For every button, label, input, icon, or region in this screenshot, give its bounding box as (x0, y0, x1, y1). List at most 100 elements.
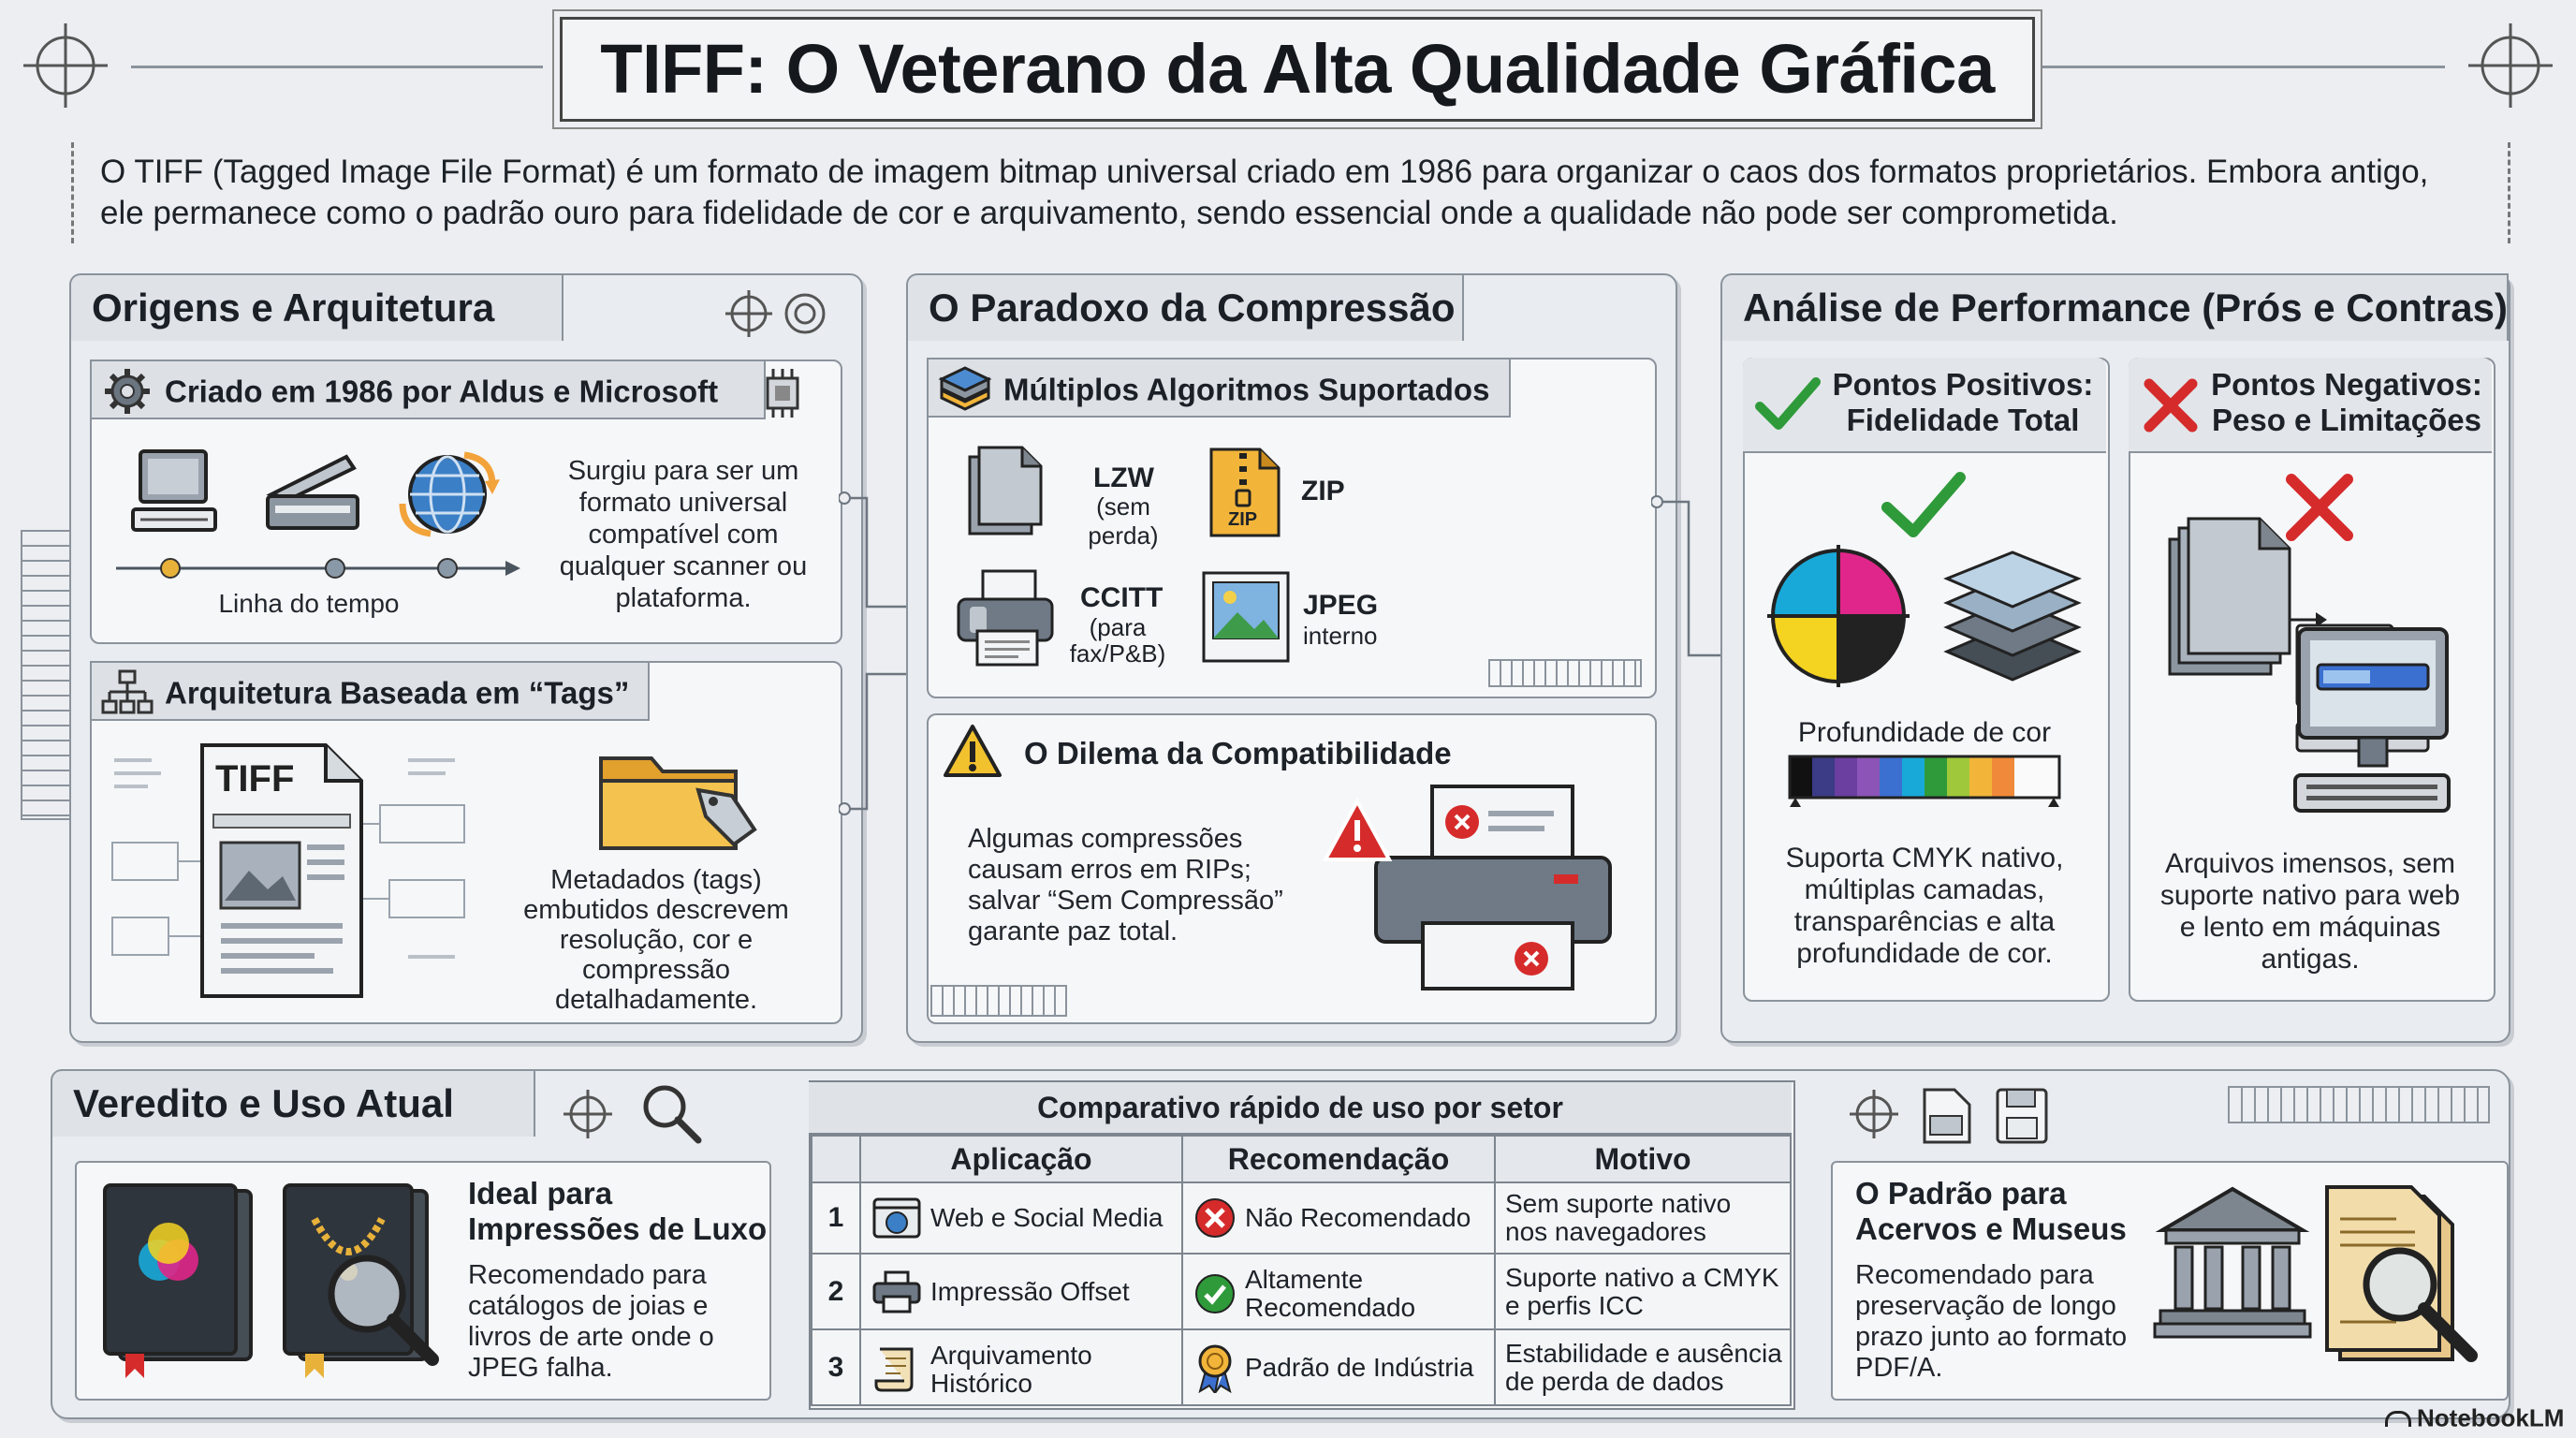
reason-line: Suporte nativo a CMYK (1505, 1262, 1779, 1292)
table-header-rec: Recomendação (1181, 1135, 1496, 1183)
dilemma-desc-line: garante paz total. (968, 917, 1178, 946)
fax-printer-icon (957, 569, 1054, 667)
created-desc-line: plataforma. (615, 583, 752, 613)
table-row: 2 Impressão Offset Altamente Recomendado… (811, 1253, 1792, 1331)
image-file-icon (1202, 571, 1290, 663)
tags-title-bar: Arquitetura Baseada em “Tags” (90, 661, 650, 721)
divider (131, 66, 543, 68)
tags-description: Metadados (tags) embutidos descrevem res… (483, 865, 829, 1015)
museum-icon (2153, 1186, 2312, 1339)
document-stack-icon (968, 446, 1043, 536)
dilemma-description: Algumas compressões causam erros em RIPs… (968, 824, 1324, 947)
brand-text: NotebookLM (2417, 1403, 2565, 1432)
pros-desc-line: Suporta CMYK nativo, (1785, 843, 2064, 873)
file-save-icons (1850, 1088, 2048, 1144)
crosshair-icon (2468, 23, 2553, 108)
cons-desc-line: antigas. (2261, 944, 2360, 975)
app-line: Histórico (930, 1368, 1032, 1398)
row-application: Web e Social Media (859, 1181, 1183, 1255)
cons-desc-line: suporte nativo para web (2159, 880, 2461, 911)
globe-window-icon (872, 1197, 921, 1239)
pros-card (1743, 358, 2110, 1002)
row-number: 3 (811, 1328, 861, 1406)
performance-heading: Análise de Performance (Prós e Contras) (1720, 273, 2509, 341)
archive-desc-line: PDF/A. (1855, 1353, 1943, 1383)
algo-jpeg-note: interno (1303, 622, 1378, 650)
target-icons (725, 290, 826, 337)
algo-lzw-name: LZW (1093, 462, 1154, 493)
origins-heading: Origens e Arquitetura (69, 273, 564, 341)
algo-lzw-note: (sem perda) (1088, 492, 1159, 550)
algorithms-title-bar: Múltiplos Algoritmos Suportados (927, 358, 1511, 418)
cons-title-line: Pontos Negativos: (2211, 367, 2482, 402)
tags-title: Arquitetura Baseada em “Tags” (165, 675, 630, 711)
luxury-title: Ideal para Impressões de Luxo (468, 1176, 767, 1247)
ruler-decoration (2228, 1086, 2490, 1123)
row-reason: Estabilidade e ausência de perda de dado… (1494, 1328, 1792, 1406)
algorithms-title: Múltiplos Algoritmos Suportados (1003, 372, 1490, 407)
jewelry-catalog-icon (283, 1183, 439, 1378)
x-icon (2286, 474, 2353, 541)
verdict-heading: Veredito e Uso Atual (51, 1069, 535, 1137)
tiff-doc-label: TIFF (215, 758, 295, 800)
tiff-document-icon (111, 743, 465, 998)
timeline-icon (116, 558, 520, 579)
comparison-table: Aplicação Recomendação Motivo 1 Web e So… (811, 1135, 1792, 1406)
zip-file-icon (1209, 448, 1281, 537)
archive-title: O Padrão para Acervos e Museus (1855, 1176, 2127, 1247)
printer-error-icon (1322, 785, 1612, 990)
row-application: Arquivamento Histórico (859, 1328, 1183, 1406)
row-number: 2 (811, 1253, 861, 1331)
archive-title-line: O Padrão para (1855, 1176, 2067, 1211)
layers-icon (1943, 550, 2082, 682)
app-line: Arquivamento (930, 1340, 1092, 1370)
target-search-icons (564, 1085, 702, 1144)
created-desc-line: qualquer scanner ou (559, 551, 808, 581)
connector-lines (1651, 495, 1724, 657)
notebooklm-logo-icon (2385, 1410, 2411, 1427)
created-desc-line: Surgiu para ser um (567, 456, 799, 486)
chip-icon (766, 369, 799, 418)
row-application: Impressão Offset (859, 1253, 1183, 1331)
document-magnifier-icon (2325, 1185, 2478, 1362)
compression-heading: O Paradoxo da Compressão (906, 273, 1464, 341)
archive-desc-line: Recomendado para (1855, 1260, 2094, 1290)
page-title: TIFF: O Veterano da Alta Qualidade Gráfi… (600, 30, 1995, 108)
dilemma-desc-line: Algumas compressões (968, 824, 1243, 854)
color-depth-label: Profundidade de cor (1797, 717, 2052, 748)
table-header-num (811, 1135, 861, 1183)
check-circle-icon (1195, 1273, 1235, 1313)
created-desc-line: formato universal (578, 488, 788, 518)
computer-icon (131, 449, 217, 532)
folder-tag-icon (599, 756, 757, 850)
app-label: Web e Social Media (930, 1203, 1164, 1233)
intro-line-2: ele permanece como o padrão ouro para fi… (100, 195, 2118, 231)
tags-desc-line: embutidos descrevem (523, 895, 789, 925)
pros-description: Suporta CMYK nativo, múltiplas camadas, … (1750, 843, 2099, 970)
cons-desc-line: e lento em máquinas (2179, 912, 2441, 943)
zip-icon-label: ZIP (1228, 509, 1258, 530)
medal-icon (1198, 1344, 1232, 1395)
color-depth-bar-icon (1788, 755, 2061, 807)
x-icon (2144, 378, 2198, 433)
pros-header: Pontos Positivos: Fidelidade Total (1743, 358, 2106, 453)
globe-sync-icon (399, 451, 500, 537)
reason-line: nos navegadores (1505, 1217, 1706, 1247)
luxury-desc-line: livros de arte onde o (468, 1322, 714, 1352)
layers-stack-icon (938, 366, 992, 411)
archive-title-line: Acervos e Museus (1855, 1211, 2127, 1246)
cmyk-wheel-icon (1767, 545, 1910, 687)
intro-box: O TIFF (Tagged Image File Format) é um f… (71, 142, 2510, 243)
luxury-title-line: Ideal para (468, 1176, 613, 1211)
pros-title-line: Fidelidade Total (1846, 403, 2080, 437)
row-reason: Suporte nativo a CMYK e perfis ICC (1494, 1253, 1792, 1331)
timeline-label: Linha do tempo (218, 589, 400, 618)
luxury-desc-line: catálogos de joias e (468, 1291, 709, 1321)
reason-line: Sem suporte nativo (1505, 1189, 1732, 1219)
created-desc-line: compatível com (588, 520, 779, 550)
archive-desc-line: prazo junto ao formato (1855, 1322, 2128, 1352)
pros-desc-line: múltiplas camadas, (1804, 874, 2045, 905)
pros-desc-line: transparências e alta (1793, 906, 2056, 937)
cons-header: Pontos Negativos: Peso e Limitações (2129, 358, 2492, 453)
table-header-reason: Motivo (1494, 1135, 1792, 1183)
